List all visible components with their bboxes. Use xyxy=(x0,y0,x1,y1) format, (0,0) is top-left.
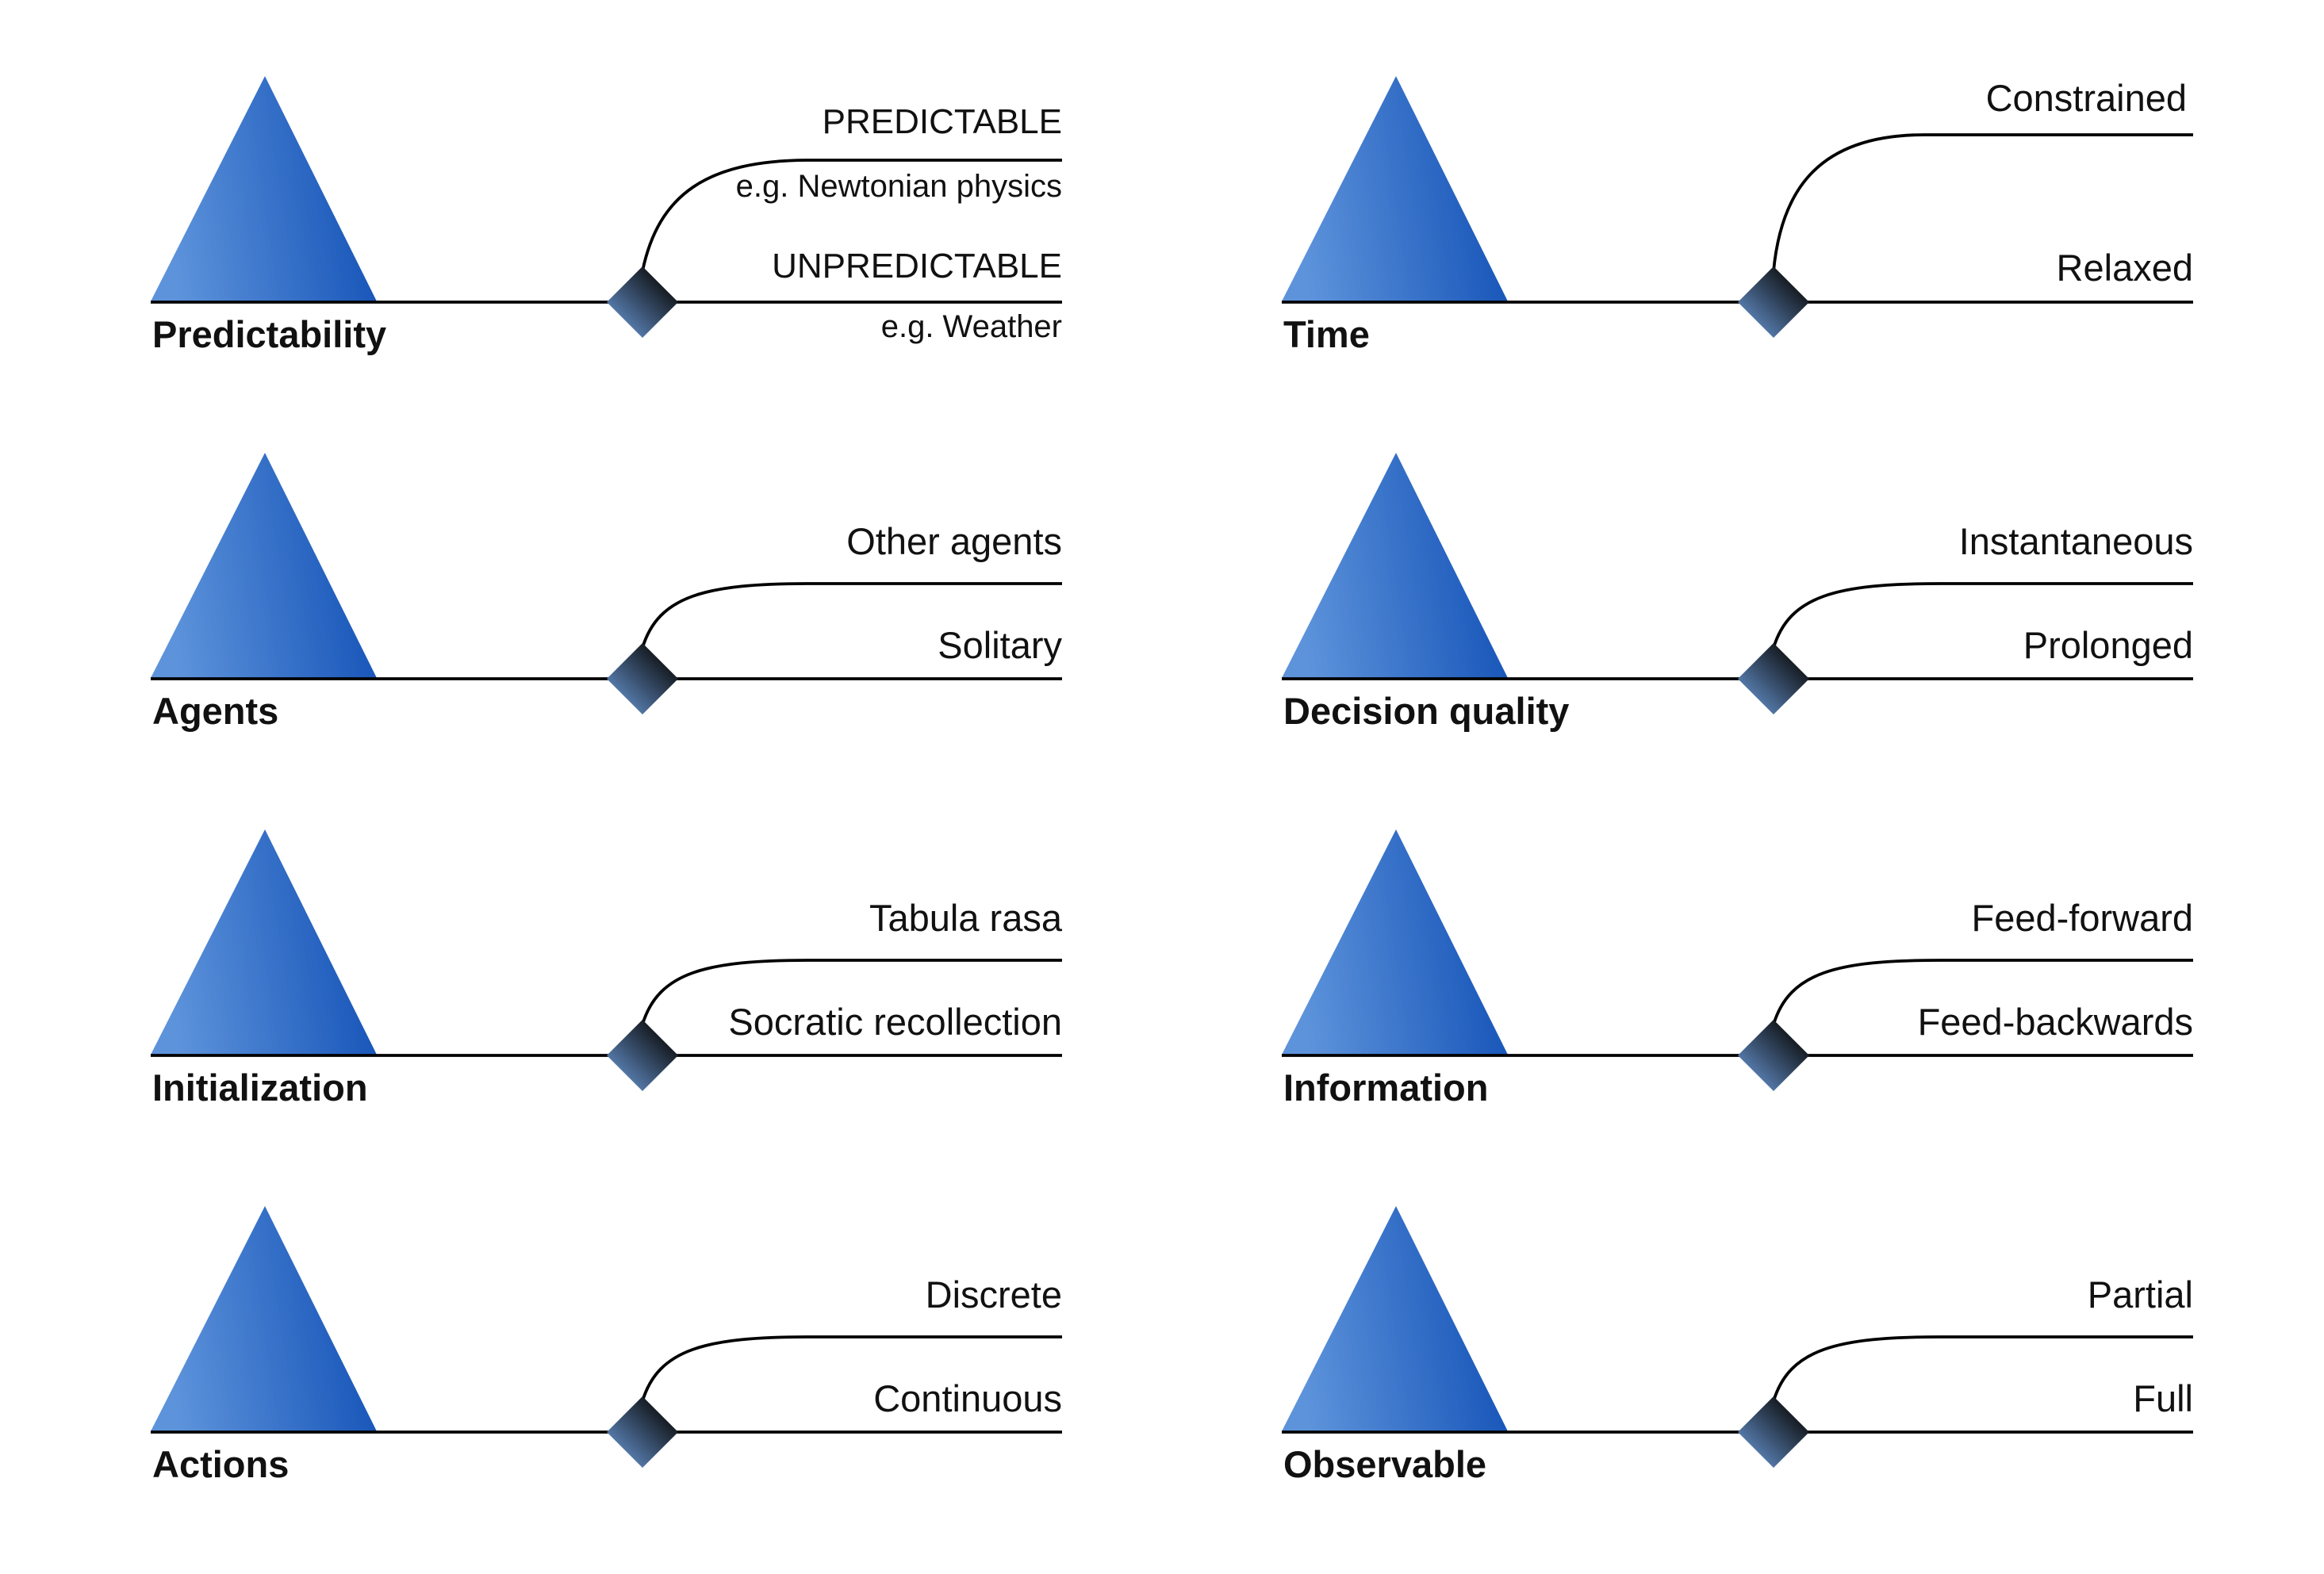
panel-title: Observable xyxy=(1283,1443,1486,1485)
diamond-icon xyxy=(607,1020,678,1091)
triangle-icon xyxy=(151,453,377,678)
lower-option-label: UNPREDICTABLE xyxy=(772,247,1062,285)
panel-title: Agents xyxy=(152,690,278,732)
lower-option-note: e.g. Weather xyxy=(881,309,1062,344)
panel-title: Initialization xyxy=(152,1067,368,1109)
lower-option-label: Full xyxy=(2133,1377,2193,1419)
panel-title: Actions xyxy=(152,1443,289,1485)
upper-option-label: Constrained xyxy=(1986,77,2187,119)
triangle-icon xyxy=(151,1206,377,1431)
upper-branch-line xyxy=(1772,582,2193,649)
panel-initialization: Initialization Tabula rasa Socratic reco… xyxy=(151,829,1063,1109)
panel-title: Predictability xyxy=(152,313,386,355)
upper-option-label: Instantaneous xyxy=(1959,520,2193,562)
upper-branch-line xyxy=(641,959,1062,1025)
upper-branch-line xyxy=(1772,1335,2193,1402)
triangle-icon xyxy=(151,829,377,1055)
triangle-icon xyxy=(151,76,377,301)
diamond-icon xyxy=(1738,266,1809,338)
diamond-icon xyxy=(1738,1020,1809,1091)
diamond-icon xyxy=(1738,643,1809,714)
lower-option-label: Continuous xyxy=(873,1377,1062,1419)
upper-option-label: Tabula rasa xyxy=(869,897,1063,939)
upper-option-label: PREDICTABLE xyxy=(823,102,1062,141)
diamond-icon xyxy=(1738,1396,1809,1468)
upper-branch-line xyxy=(641,159,1062,272)
panel-title: Time xyxy=(1283,313,1370,355)
panel-actions: Actions Discrete Continuous xyxy=(151,1206,1062,1485)
panel-time: Time Constrained Relaxed xyxy=(1282,76,2193,355)
lower-option-label: Relaxed xyxy=(2057,247,2193,289)
panel-observable: Observable Partial Full xyxy=(1282,1206,2193,1485)
diamond-icon xyxy=(607,1396,678,1468)
panel-decision-quality: Decision quality Instantaneous Prolonged xyxy=(1282,453,2193,732)
panel-title: Information xyxy=(1283,1067,1488,1109)
upper-branch-line xyxy=(641,1335,1062,1402)
triangle-icon xyxy=(1282,453,1508,678)
lower-option-label: Feed-backwards xyxy=(1918,1001,2193,1043)
upper-branch-line xyxy=(1772,133,2193,272)
upper-branch-line xyxy=(641,582,1062,649)
diamond-icon xyxy=(607,643,678,714)
diamond-icon xyxy=(607,266,678,338)
panel-title: Decision quality xyxy=(1283,690,1569,732)
panel-agents: Agents Other agents Solitary xyxy=(151,453,1062,732)
upper-branch-line xyxy=(1772,959,2193,1025)
lower-option-label: Prolonged xyxy=(2023,624,2193,666)
triangle-icon xyxy=(1282,829,1508,1055)
triangle-icon xyxy=(1282,76,1508,301)
upper-option-label: Other agents xyxy=(846,520,1062,562)
lower-option-label: Solitary xyxy=(938,624,1062,666)
upper-option-label: Feed-forward xyxy=(1972,897,2194,939)
lower-option-label: Socratic recollection xyxy=(728,1001,1062,1043)
upper-option-label: Discrete xyxy=(926,1273,1062,1315)
panel-predictability: Predictability PREDICTABLE e.g. Newtonia… xyxy=(151,76,1062,355)
panel-information: Information Feed-forward Feed-backwards xyxy=(1282,829,2193,1109)
triangle-icon xyxy=(1282,1206,1508,1431)
upper-option-note: e.g. Newtonian physics xyxy=(736,169,1062,204)
upper-option-label: Partial xyxy=(2088,1273,2193,1315)
